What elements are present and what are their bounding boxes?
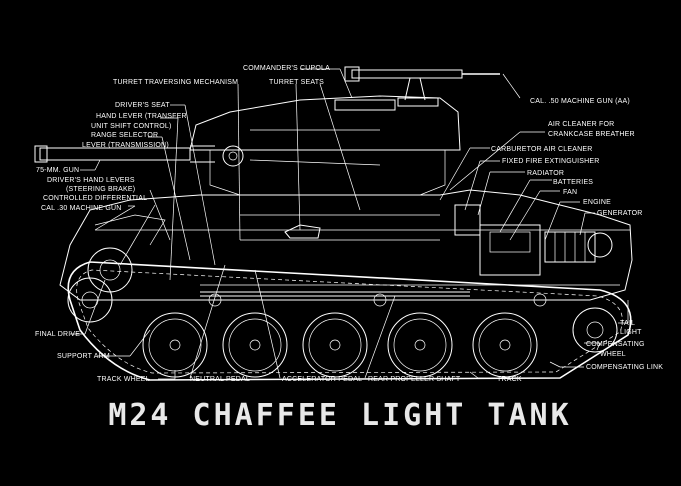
label-compensating-link: COMPENSATING LINK (586, 364, 663, 371)
label-unit-shift-control: UNIT SHIFT CONTROL) (91, 123, 172, 130)
aa-machine-gun (344, 66, 500, 107)
label-radiator: RADIATOR (527, 170, 564, 177)
track (67, 261, 632, 381)
tank-drawing (34, 66, 633, 381)
diagram-title: M24 CHAFFEE LIGHT TANK (108, 398, 571, 433)
label-controlled-differential: CONTROLLED DIFFERENTIAL (43, 195, 147, 202)
label-drivers-hand-levers: DRIVER'S HAND LEVERS (47, 177, 135, 184)
main-gun (34, 145, 215, 163)
label-generator: GENERATOR (597, 210, 643, 217)
label-fixed-fire-extinguisher: FIXED FIRE EXTINGUISHER (502, 158, 600, 165)
label-cal50-machine-gun: CAL. .50 MACHINE GUN (AA) (530, 98, 630, 105)
label-light: LIGHT (620, 329, 642, 336)
road-wheels (67, 277, 618, 378)
label-drivers-seat: DRIVER'S SEAT (115, 102, 170, 109)
label-batteries: BATTERIES (553, 179, 593, 186)
label-lever-transmission: LEVER (TRANSMISSION) (82, 142, 169, 149)
label-support-arm: SUPPORT ARM (57, 353, 110, 360)
leader-lines (70, 68, 629, 380)
label-turret-traversing-mechanism: TURRET TRAVERSING MECHANISM (113, 79, 238, 86)
label-turret-seats: TURRET SEATS (269, 79, 324, 86)
label-fan: FAN (563, 189, 577, 196)
label-tail: TAIL (620, 320, 635, 327)
label-carburetor-air-cleaner: CARBURETOR AIR CLEANER (491, 146, 593, 153)
label-compensating: COMPENSATING (586, 341, 645, 348)
label-rear-propeller-shaft: REAR PROPELLER SHAFT (368, 376, 461, 383)
turret (189, 95, 461, 196)
label-commanders-cupola: COMMANDER'S CUPOLA (243, 65, 330, 72)
label-wheel: WHEEL (600, 351, 626, 358)
label-range-selector: RANGE SELECTOR (91, 132, 158, 139)
label-air-cleaner-for: AIR CLEANER FOR (548, 121, 614, 128)
label-track: TRACK (497, 376, 522, 383)
label-75mm-gun: 75-MM. GUN (36, 167, 79, 174)
label-hand-lever-transfer: HAND LEVER (TRANSFER (96, 113, 187, 120)
label-neutral-pedal: NEUTRAL PEDAL (190, 376, 250, 383)
label-accelerator-pedal: ACCELERATOR PEDAL (282, 376, 362, 383)
label-steering-brake: (STEERING BRAKE) (66, 186, 135, 193)
label-crankcase-breather: CRANKCASE BREATHER (548, 131, 635, 138)
label-engine: ENGINE (583, 199, 611, 206)
label-final-drive: FINAL DRIVE (35, 331, 80, 338)
label-track-wheel: TRACK WHEEL (97, 376, 150, 383)
label-cal30-machine-gun: CAL .30 MACHINE GUN (41, 205, 122, 212)
hull (59, 189, 633, 301)
callout-labels: COMMANDER'S CUPOLA TURRET SEATS TURRET T… (35, 65, 663, 383)
